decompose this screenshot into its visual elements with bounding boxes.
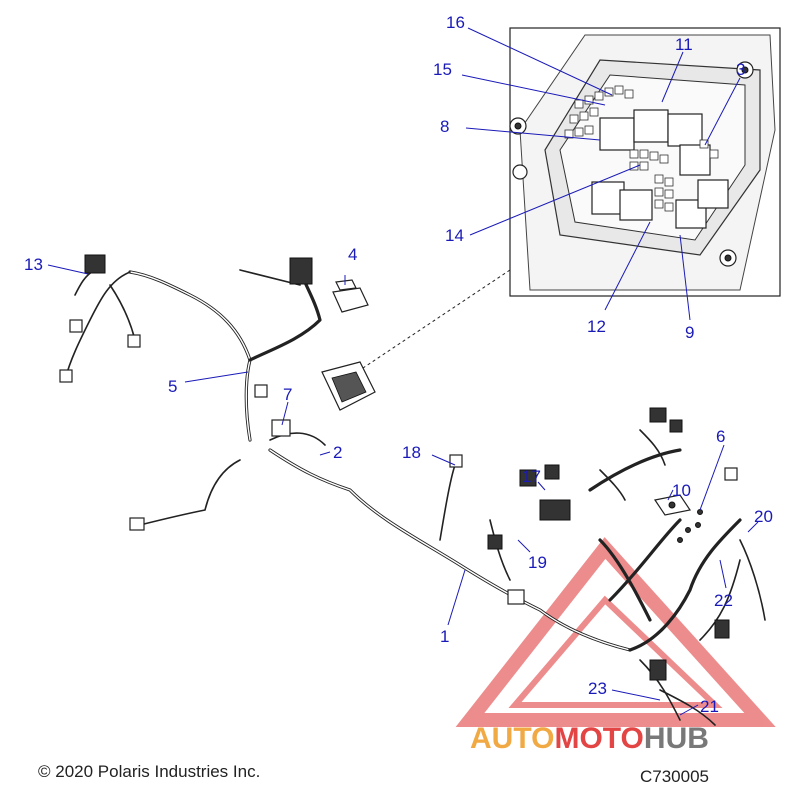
watermark-text: AUTOMOTOHUB [470, 722, 709, 755]
callout-13: 13 [24, 255, 43, 274]
callout-4: 4 [348, 245, 357, 264]
callout-20: 20 [754, 507, 773, 526]
callout-21: 21 [700, 697, 719, 716]
callout-3: 3 [736, 60, 745, 79]
callout-12: 12 [587, 317, 606, 336]
copyright-text: © 2020 Polaris Industries Inc. [38, 762, 260, 781]
callout-22: 22 [714, 591, 733, 610]
detail-link-line [359, 269, 511, 371]
callout-19: 19 [528, 553, 547, 572]
callout-9: 9 [685, 323, 694, 342]
left-harness [59, 254, 326, 531]
callout-6: 6 [716, 427, 725, 446]
cover-part [332, 279, 369, 313]
svg-text:AUTOMOTOHUB: AUTOMOTOHUB [470, 722, 709, 755]
callout-5: 5 [168, 377, 177, 396]
watermark-part-2: MOTO [554, 722, 643, 755]
callout-8: 8 [440, 117, 449, 136]
callout-15: 15 [433, 60, 452, 79]
callout-11: 11 [675, 35, 693, 54]
callout-23: 23 [588, 679, 607, 698]
callout-leaders [47, 27, 759, 716]
fuse-box-part [321, 361, 376, 411]
callout-17: 17 [522, 467, 541, 486]
callout-16: 16 [446, 13, 465, 32]
watermark-part-3: HUB [644, 722, 709, 755]
callout-labels: 16 15 8 11 3 14 12 9 13 4 5 7 2 18 17 19… [24, 13, 773, 716]
figure-code: C730005 [640, 767, 709, 786]
callout-18: 18 [402, 443, 421, 462]
callout-2: 2 [333, 443, 342, 462]
callout-14: 14 [445, 226, 464, 245]
callout-10: 10 [672, 481, 691, 500]
watermark-triangle [455, 537, 776, 727]
fuse-box-housing [509, 34, 776, 291]
inset-detail [509, 27, 781, 297]
callout-1: 1 [440, 627, 449, 646]
watermark-part-1: AUTO [470, 722, 554, 755]
main-harness [268, 407, 766, 726]
callout-7: 7 [283, 385, 292, 404]
